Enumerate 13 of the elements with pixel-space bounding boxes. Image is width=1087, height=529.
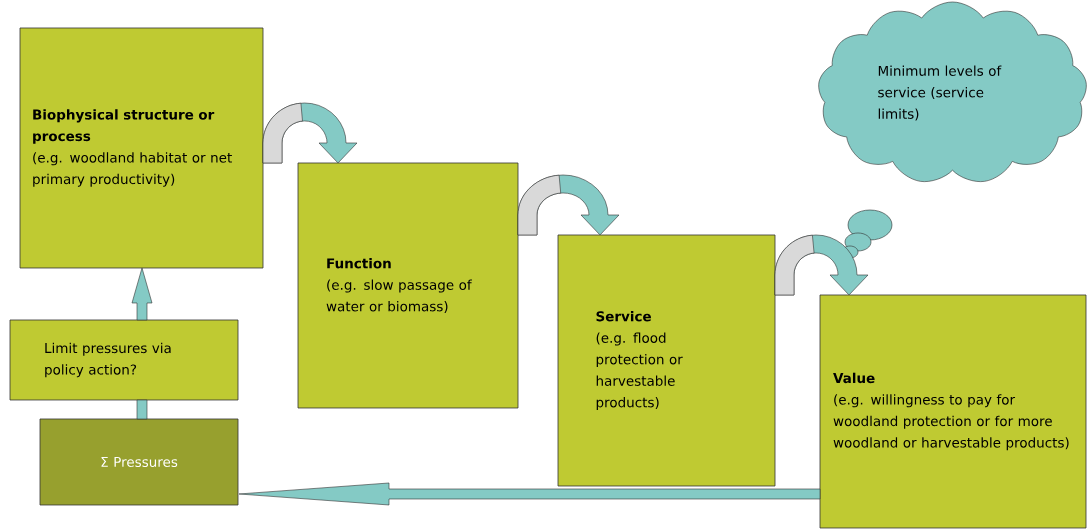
process-box: Biophysical structure or process (e.g. woodland habitat or net primary productivity)	[19, 27, 264, 269]
block-arrow	[238, 482, 821, 506]
process-box: Function (e.g. slow passage of water or biomass)	[297, 162, 519, 409]
block-arrow	[136, 399, 148, 420]
process-box: Service (e.g. flood protection or harvestable products)	[557, 234, 776, 487]
block-arrow	[262, 102, 358, 164]
process-box: Value (e.g. willingness to pay for woodland protection or for more woodland or harvestable products)	[819, 294, 1087, 529]
block-arrow	[131, 267, 153, 321]
block-arrow	[517, 174, 620, 236]
block-arrow	[774, 234, 869, 296]
process-box: Limit pressures via policy action?	[9, 319, 239, 401]
thought-cloud: Minimum levels of service (service limits)	[818, 1, 1087, 259]
pressures-box: Σ Pressures	[39, 418, 239, 506]
